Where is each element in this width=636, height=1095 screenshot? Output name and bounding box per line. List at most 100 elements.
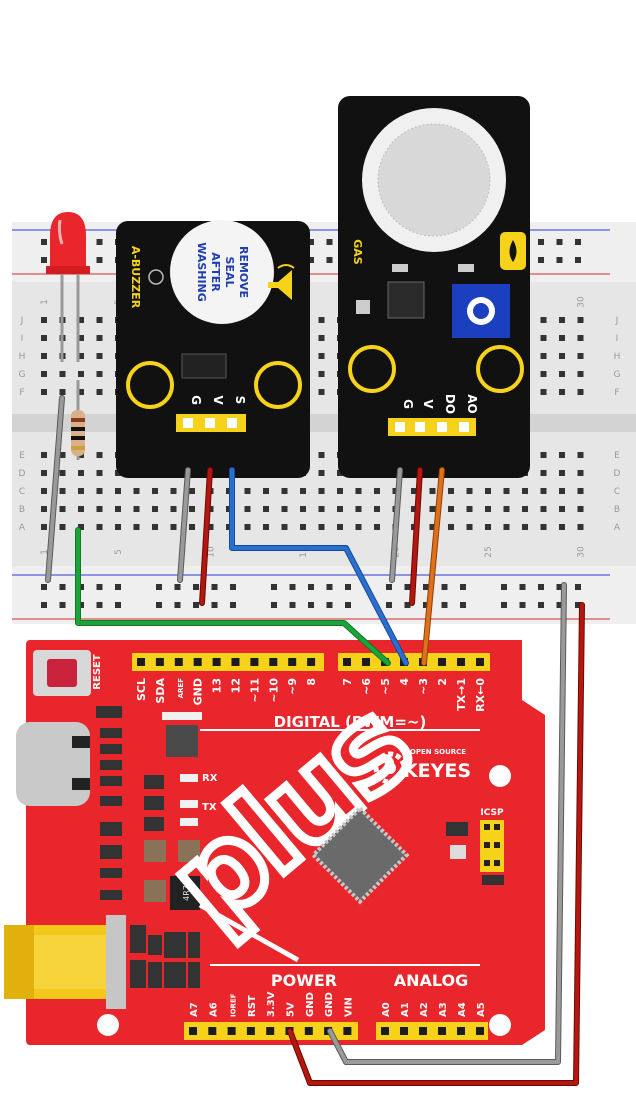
breadboard-hole xyxy=(577,488,584,494)
breadboard-hole xyxy=(318,317,325,323)
breadboard-hole xyxy=(577,389,584,395)
breadboard-hole xyxy=(503,524,510,530)
rail-hole xyxy=(556,584,563,590)
digital-pin-label: 8 xyxy=(305,678,318,686)
header-pin xyxy=(174,658,183,666)
breadboard-hole xyxy=(448,488,454,494)
breadboard-hole xyxy=(115,470,121,476)
rail-hole xyxy=(59,602,66,608)
row-letter: G xyxy=(614,370,621,380)
digital-pin-label: ~6 xyxy=(360,678,373,695)
row-letter: C xyxy=(19,487,25,497)
breadboard-hole xyxy=(559,389,565,395)
breadboard-hole xyxy=(244,524,251,530)
breadboard-hole xyxy=(318,353,325,359)
breadboard-hole xyxy=(559,506,565,512)
rail-hole xyxy=(345,584,351,590)
row-letter: C xyxy=(614,487,620,497)
rail-hole xyxy=(115,602,121,608)
rail-hole xyxy=(501,584,507,590)
breadboard-hole xyxy=(374,506,380,512)
rail-hole xyxy=(386,602,392,608)
digital-pin-label: ~11 xyxy=(248,678,261,703)
header-pin xyxy=(288,658,297,666)
breadboard-hole xyxy=(485,488,491,494)
breadboard-hole xyxy=(189,506,195,512)
rail-hole xyxy=(174,602,181,608)
breadboard-hole xyxy=(115,488,121,494)
digital-pin-label: GND xyxy=(192,678,205,705)
rail-hole xyxy=(404,602,411,608)
gas-pin-label: V xyxy=(421,399,435,409)
breadboard-hole xyxy=(300,506,306,512)
breadboard-hole xyxy=(41,470,47,476)
breadboard-hole xyxy=(96,470,103,476)
flame-icon xyxy=(500,232,526,270)
column-number: 30 xyxy=(577,296,587,308)
rail-hole xyxy=(96,239,103,245)
rail-hole xyxy=(41,602,47,608)
digital-pin-label: ~3 xyxy=(417,678,430,695)
rail-hole xyxy=(556,257,563,263)
breadboard-hole xyxy=(59,371,66,377)
breadboard-hole xyxy=(411,488,417,494)
row-letter: A xyxy=(19,523,26,533)
breadboard-hole xyxy=(318,452,325,458)
rail-hole xyxy=(193,584,199,590)
row-letter: I xyxy=(616,334,619,344)
breadboard-hole xyxy=(59,524,66,530)
breadboard-hole xyxy=(41,317,47,323)
power-analog-pin-label: A6 xyxy=(208,1002,219,1017)
breadboard-hole xyxy=(59,470,66,476)
row-letter: G xyxy=(19,370,26,380)
breadboard-hole xyxy=(318,335,325,341)
rail-hole xyxy=(211,602,218,608)
rail-hole xyxy=(211,584,218,590)
breadboard-hole xyxy=(300,524,306,530)
header-pin xyxy=(212,658,221,666)
breadboard-hole xyxy=(540,470,547,476)
row-letter: J xyxy=(615,316,619,326)
buzzer-name: A-BUZZER xyxy=(129,246,142,309)
digital-pin-label: AREF xyxy=(177,678,185,699)
header-pin xyxy=(381,1027,389,1035)
breadboard-hole xyxy=(281,488,288,494)
breadboard-hole xyxy=(559,371,565,377)
analog-title: ANALOG xyxy=(394,971,469,990)
breadboard-hole xyxy=(41,524,47,530)
breadboard-hole xyxy=(337,506,343,512)
buzzer-pin-label: G xyxy=(189,395,203,405)
rail-hole xyxy=(538,257,544,263)
power-analog-pin-label: A3 xyxy=(438,1002,449,1017)
reset-label: RESET xyxy=(92,654,103,690)
power-analog-pin-label: A7 xyxy=(189,1002,200,1017)
header-pin xyxy=(343,658,351,666)
seal-text: REMOVE xyxy=(237,246,250,298)
breadboard-hole xyxy=(559,452,565,458)
breadboard-hole xyxy=(115,524,121,530)
row-letter: I xyxy=(21,334,24,344)
column-number: 30 xyxy=(577,546,587,558)
breadboard-hole xyxy=(337,524,343,530)
breadboard-hole xyxy=(318,389,325,395)
rail-hole xyxy=(538,239,544,245)
rail-hole xyxy=(326,584,333,590)
breadboard-hole xyxy=(96,506,103,512)
breadboard-hole xyxy=(300,488,306,494)
seal-text: AFTER xyxy=(209,252,222,292)
rail-hole xyxy=(289,602,296,608)
breadboard-hole xyxy=(78,506,84,512)
breadboard-hole xyxy=(78,389,84,395)
breadboard-hole xyxy=(355,506,362,512)
breadboard-hole xyxy=(466,488,473,494)
column-number: 15 xyxy=(299,546,309,557)
breadboard-hole xyxy=(59,389,66,395)
breadboard: JJIIHHGGFFEEDDCCBBAA11551010151520202525… xyxy=(12,222,636,624)
breadboard-hole xyxy=(41,353,47,359)
header-pin xyxy=(231,658,240,666)
breadboard-hole xyxy=(96,371,103,377)
breadboard-hole xyxy=(522,506,528,512)
breadboard-hole xyxy=(448,506,454,512)
breadboard-hole xyxy=(78,488,84,494)
